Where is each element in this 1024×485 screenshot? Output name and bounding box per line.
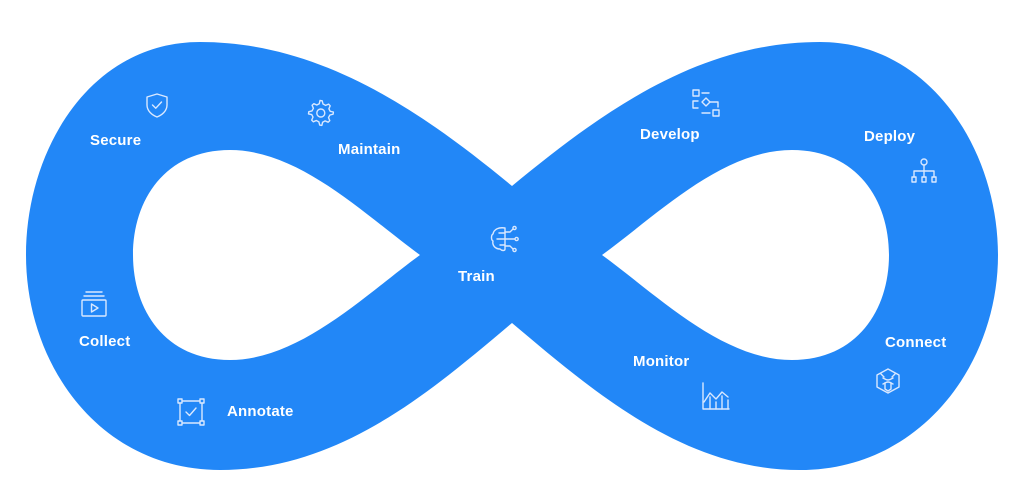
stage-label-connect: Connect	[885, 334, 947, 351]
shield-check-icon	[142, 90, 172, 120]
infinity-path	[26, 42, 998, 470]
stage-label-deploy: Deploy	[864, 128, 916, 145]
gear-icon	[305, 97, 335, 127]
hierarchy-icon	[909, 157, 939, 187]
shield-network-icon	[873, 366, 903, 396]
bar-chart-icon	[701, 381, 731, 411]
media-stack-icon	[79, 289, 109, 319]
workflow-icon	[691, 88, 721, 118]
stage-label-secure: Secure	[90, 132, 142, 149]
stage-label-develop: Develop	[640, 126, 700, 143]
stage-label-maintain: Maintain	[338, 141, 401, 158]
stage-label-train: Train	[458, 268, 495, 285]
stage-label-collect: Collect	[79, 333, 131, 350]
select-check-icon	[176, 397, 206, 427]
stage-label-monitor: Monitor	[633, 353, 690, 370]
brain-circuit-icon	[489, 224, 519, 254]
stage-label-annotate: Annotate	[227, 403, 294, 420]
